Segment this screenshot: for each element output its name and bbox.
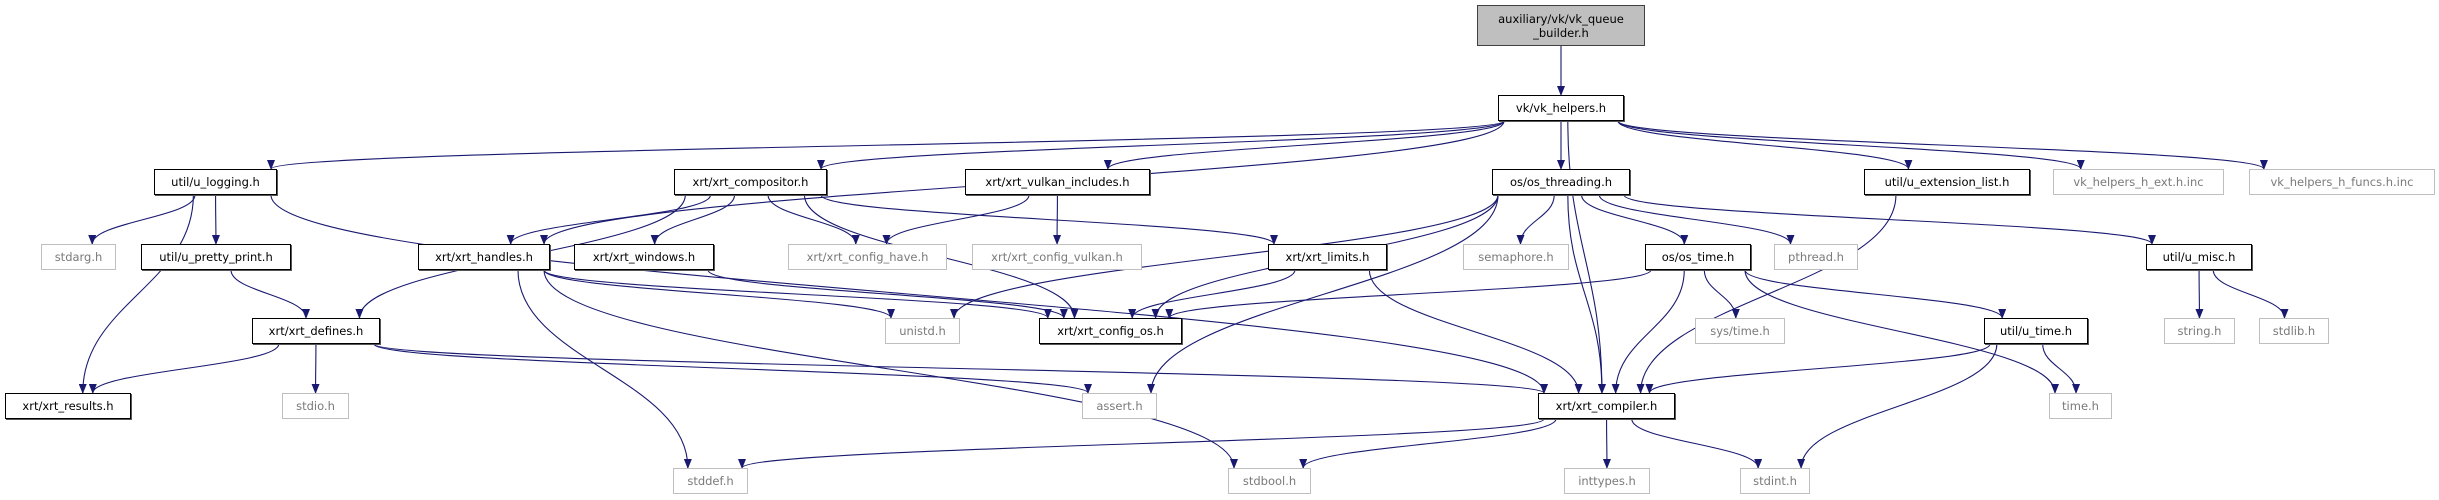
node-xrt-compiler[interactable]: xrt/xrt_compiler.h [1538, 393, 1675, 419]
edge-xrt-limits-to-xrt-compiler [1368, 269, 1583, 394]
node-os-time[interactable]: os/os_time.h [1645, 244, 1751, 270]
node-root[interactable]: auxiliary/vk/vk_queue _builder.h [1477, 5, 1645, 46]
node-vk-helpers-h-funcs[interactable]: vk_helpers_h_funcs.h.inc [2249, 169, 2435, 195]
edge-xrt-limits-to-xrt-config-os [1128, 269, 1296, 319]
edge-xrt-vulkan-includes-to-xrt-config-have [882, 194, 1030, 245]
node-vk-helpers-h-ext[interactable]: vk_helpers_h_ext.h.inc [2053, 169, 2224, 195]
node-u-logging[interactable]: util/u_logging.h [154, 169, 277, 195]
node-time[interactable]: time.h [2049, 393, 2112, 419]
edge-u-misc-to-stdlib [2212, 269, 2289, 319]
node-u-pretty-print[interactable]: util/u_pretty_print.h [141, 244, 291, 270]
edge-os-threading-to-u-misc [1623, 194, 2156, 245]
node-stdint[interactable]: stdint.h [1740, 468, 1810, 494]
edge-vk-helpers-to-u-logging [267, 120, 1505, 170]
edge-u-logging-to-xrt-compiler [270, 194, 1548, 394]
edge-xrt-compiler-to-stddef [738, 418, 1545, 469]
edge-vk-helpers-to-vk-helpers-h-ext [1617, 120, 2085, 170]
node-pthread[interactable]: pthread.h [1774, 244, 1858, 270]
edge-u-time-to-stdint [1797, 343, 1998, 469]
edge-xrt-compositor-to-xrt-limits [820, 194, 1278, 245]
edge-vk-helpers-to-vk-helpers-h-funcs [1617, 120, 2268, 170]
node-xrt-handles[interactable]: xrt/xrt_handles.h [418, 244, 550, 270]
node-os-threading[interactable]: os/os_threading.h [1492, 169, 1630, 195]
edge-xrt-compositor-to-xrt-config-have [767, 194, 860, 245]
node-xrt-defines[interactable]: xrt/xrt_defines.h [252, 318, 380, 344]
edge-xrt-compiler-to-stdint [1631, 418, 1763, 469]
node-u-time[interactable]: util/u_time.h [1984, 318, 2088, 344]
node-stdlib[interactable]: stdlib.h [2259, 318, 2329, 344]
edge-u-logging-to-xrt-results [78, 194, 194, 394]
edge-xrt-compiler-to-stdbool [1299, 418, 1557, 469]
node-unistd[interactable]: unistd.h [885, 318, 960, 344]
edge-os-threading-to-unistd [950, 194, 1499, 319]
edge-os-time-to-u-time [1744, 269, 2007, 319]
node-string[interactable]: string.h [2164, 318, 2235, 344]
edge-vk-helpers-to-xrt-compiler [1567, 120, 1606, 394]
node-u-extension-list[interactable]: util/u_extension_list.h [1864, 169, 2030, 195]
edge-u-pretty-print-to-xrt-defines [230, 269, 310, 319]
edge-os-threading-to-semaphore [1516, 194, 1555, 245]
node-stdio[interactable]: stdio.h [282, 393, 349, 419]
edge-vk-helpers-to-xrt-compositor [817, 120, 1505, 170]
edge-xrt-windows-to-xrt-config-os [707, 269, 1068, 319]
edge-xrt-defines-to-xrt-compiler [373, 343, 1548, 394]
node-xrt-windows[interactable]: xrt/xrt_windows.h [574, 244, 714, 270]
node-sys-time[interactable]: sys/time.h [1695, 318, 1785, 344]
edge-u-logging-to-stdarg [88, 194, 196, 245]
edge-u-time-to-xrt-compiler [1645, 343, 1991, 394]
node-xrt-compositor[interactable]: xrt/xrt_compositor.h [674, 169, 827, 195]
node-xrt-config-have[interactable]: xrt/xrt_config_have.h [788, 244, 947, 270]
node-xrt-results[interactable]: xrt/xrt_results.h [5, 393, 131, 419]
edge-os-time-to-time [1744, 269, 2059, 394]
node-semaphore[interactable]: semaphore.h [1463, 244, 1569, 270]
node-u-misc[interactable]: util/u_misc.h [2146, 244, 2252, 270]
edge-xrt-handles-to-unistd [543, 269, 895, 319]
edge-os-time-to-xrt-compiler [1611, 269, 1685, 394]
node-vk-helpers[interactable]: vk/vk_helpers.h [1498, 95, 1624, 121]
edge-os-threading-to-assert [1147, 194, 1499, 394]
edge-os-threading-to-xrt-compiler [1567, 194, 1606, 394]
edge-xrt-compositor-to-xrt-windows [650, 194, 736, 245]
node-xrt-vulkan-includes[interactable]: xrt/xrt_vulkan_includes.h [965, 169, 1150, 195]
edge-xrt-handles-to-stddef [517, 269, 692, 469]
node-inttypes[interactable]: inttypes.h [1564, 468, 1650, 494]
edge-os-time-to-sys-time [1703, 269, 1740, 319]
node-xrt-limits[interactable]: xrt/xrt_limits.h [1268, 244, 1387, 270]
edge-os-threading-to-pthread [1598, 194, 1795, 245]
edge-xrt-handles-to-stdbool [543, 269, 1238, 469]
edge-xrt-defines-to-assert [373, 343, 1092, 394]
node-xrt-config-os[interactable]: xrt/xrt_config_os.h [1039, 318, 1182, 344]
edge-xrt-handles-to-xrt-config-os [543, 269, 1052, 319]
node-assert[interactable]: assert.h [1082, 393, 1157, 419]
node-stdarg[interactable]: stdarg.h [41, 244, 116, 270]
edge-os-threading-to-os-time [1581, 194, 1689, 245]
node-xrt-config-vulkan[interactable]: xrt/xrt_config_vulkan.h [972, 244, 1142, 270]
node-stdbool[interactable]: stdbool.h [1228, 468, 1311, 494]
edge-os-time-to-xrt-config-os [1165, 269, 1652, 319]
edge-vk-helpers-to-u-extension-list [1617, 120, 1913, 170]
edge-xrt-compositor-to-xrt-handles [506, 194, 712, 245]
edge-xrt-defines-to-xrt-results [88, 343, 280, 394]
edge-vk-helpers-to-xrt-vulkan-includes [1104, 120, 1505, 170]
edge-u-time-to-time [2042, 343, 2081, 394]
node-stddef[interactable]: stddef.h [673, 468, 748, 494]
edge-u-extension-list-to-xrt-compiler [1636, 194, 1897, 394]
